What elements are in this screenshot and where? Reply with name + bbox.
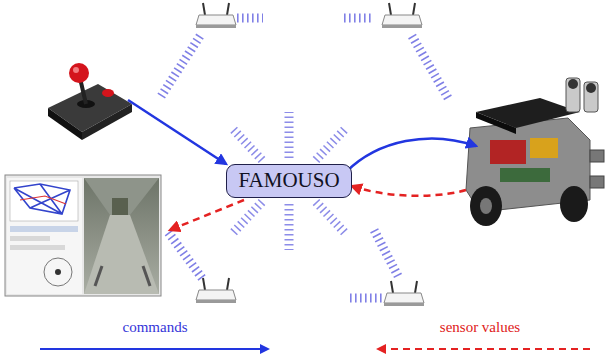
screenshot [5, 175, 161, 296]
legend-label: sensor values [437, 318, 523, 336]
process-box: FAMOUSO [226, 164, 351, 197]
wave-ticks [232, 128, 262, 160]
legend-line [40, 348, 268, 350]
legend-line [378, 348, 590, 350]
router-waves [160, 18, 448, 298]
network-graph [14, 184, 70, 214]
command-arrow [128, 100, 226, 164]
antenna [415, 281, 417, 293]
router-base [384, 303, 424, 306]
radio-waves [232, 112, 346, 250]
router-body [196, 15, 236, 25]
router-body [196, 290, 236, 300]
corridor-door [112, 198, 128, 215]
circuit-board [490, 140, 526, 164]
wave-ticks [285, 204, 294, 250]
sensor-eye [586, 83, 596, 93]
wave-ticks [316, 128, 346, 160]
wireless-router [382, 3, 422, 28]
wave-ticks [350, 294, 384, 303]
joystick-highlight [73, 67, 79, 73]
joystick-side [82, 104, 132, 140]
control-row [10, 226, 78, 232]
network-graph [20, 196, 66, 204]
sensor-arrow [170, 200, 244, 230]
screen-frame [5, 175, 161, 296]
wheel-hub [480, 198, 492, 214]
node-label: FAMOUSO [238, 168, 339, 193]
wave-ticks [232, 202, 262, 234]
wheel [470, 186, 502, 226]
antenna [227, 3, 229, 15]
robot-picture [466, 78, 604, 226]
legend-lines [40, 349, 590, 350]
joystick-icon [48, 63, 132, 140]
wave-ticks [168, 232, 202, 278]
sensor-tower [584, 82, 598, 112]
sensor-tower [566, 78, 580, 112]
sensor [590, 176, 604, 188]
legend-label: commands [120, 318, 191, 336]
circuit-board [500, 168, 550, 182]
router-base [196, 300, 236, 303]
sensor-eye [568, 79, 578, 89]
control-row [10, 236, 50, 241]
joystick-button [102, 89, 114, 97]
robot-plate-edge [476, 112, 516, 134]
wave-ticks [344, 14, 372, 23]
screen-panel [7, 178, 82, 294]
camera-view [84, 178, 159, 294]
joystick-side [48, 108, 82, 140]
command-arrow [346, 138, 476, 172]
wheel [560, 186, 588, 222]
wave-ticks [285, 112, 294, 158]
antenna [391, 281, 393, 293]
wireless-router [384, 281, 424, 306]
wave-ticks [237, 14, 263, 23]
antenna [389, 3, 391, 15]
antenna [203, 278, 205, 290]
robot-edge [143, 266, 150, 286]
map-panel [10, 181, 78, 221]
antenna [413, 3, 415, 15]
router-body [382, 15, 422, 25]
flow-arrows [128, 100, 476, 230]
wave-ticks [412, 36, 448, 98]
dial-centre [55, 269, 61, 275]
control-row [10, 245, 65, 250]
corridor-ceiling [84, 178, 159, 215]
robot-edge [95, 266, 102, 286]
router-base [196, 25, 236, 28]
antenna [227, 278, 229, 290]
wave-ticks [374, 230, 398, 276]
wireless-router [196, 278, 236, 303]
router-base [382, 25, 422, 28]
wireless-router [196, 3, 236, 28]
router-body [384, 293, 424, 303]
sensor [590, 150, 604, 162]
corridor-floor [84, 215, 159, 294]
sensor-arrow [352, 186, 466, 196]
antenna [203, 3, 205, 15]
wave-ticks [316, 202, 346, 234]
joystick-ball [69, 63, 89, 83]
wave-ticks [160, 36, 200, 98]
circuit-board [530, 138, 558, 158]
dial [44, 258, 72, 286]
